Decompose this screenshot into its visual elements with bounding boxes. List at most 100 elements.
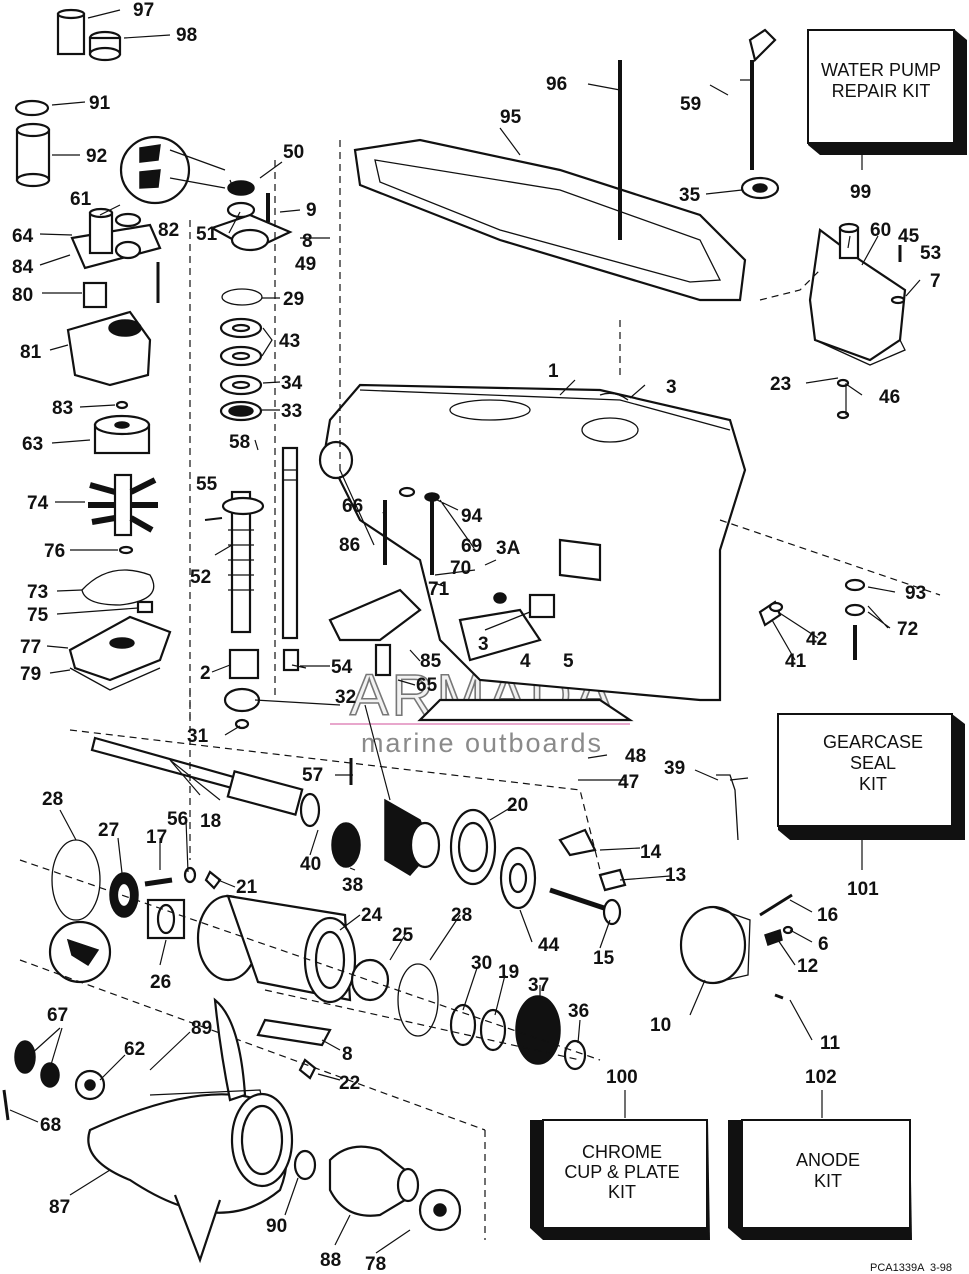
callout: 33 (281, 401, 302, 422)
callout: 90 (266, 1216, 287, 1237)
kit-chrome-cup-line1: CHROME (582, 1142, 662, 1162)
callout: 73 (27, 582, 48, 603)
callout: 91 (89, 93, 111, 114)
part-group-center-column (189, 160, 300, 730)
callout: 65 (416, 675, 438, 696)
callout: 22 (339, 1073, 360, 1094)
callout: 98 (176, 25, 197, 46)
kit-gearcase-seal-line1: GEARCASE (823, 732, 923, 752)
callout: 82 (158, 220, 179, 241)
callout: 56 (167, 809, 188, 830)
part-group-propeller (2, 997, 486, 1264)
kit-gearcase-seal: GEARCASE SEAL KIT (777, 713, 965, 840)
callout: 31 (187, 726, 209, 747)
kit-water-pump-line2: REPAIR KIT (832, 81, 931, 101)
callout: 38 (342, 875, 363, 896)
callout: 26 (150, 972, 171, 993)
callout: 69 (461, 536, 482, 557)
callout: 70 (450, 558, 471, 579)
callout: 79 (20, 664, 41, 685)
callout: 49 (295, 254, 316, 275)
callout: 75 (27, 605, 49, 626)
kit-anode-number: 102 (805, 1067, 837, 1088)
kit-numbers: 99 101 100 102 (606, 182, 879, 1088)
callout: 67 (47, 1005, 68, 1026)
kit-gearcase-seal-line2: SEAL (850, 753, 896, 773)
callout: 16 (817, 905, 838, 926)
callout: 24 (361, 905, 383, 926)
callout: 6 (818, 934, 829, 955)
callout: 36 (568, 1001, 589, 1022)
kit-gearcase-seal-number: 101 (847, 879, 879, 900)
callout: 59 (680, 94, 701, 115)
kit-water-pump-number: 99 (850, 182, 871, 203)
callout: 51 (196, 224, 218, 245)
callout: 37 (528, 975, 549, 996)
callout: 7 (930, 271, 941, 292)
callout: 63 (22, 434, 43, 455)
part-group-propshaft (19, 690, 794, 1131)
callout: 44 (538, 935, 560, 956)
callout: 34 (281, 373, 303, 394)
callout: 10 (650, 1015, 671, 1036)
callout: 83 (52, 398, 73, 419)
callout: 23 (770, 374, 791, 395)
callout: 66 (342, 496, 363, 517)
callout: 96 (546, 74, 567, 95)
callout: 46 (879, 387, 900, 408)
callout: 40 (300, 854, 321, 875)
callout: 3A (496, 538, 521, 559)
callout: 47 (618, 772, 639, 793)
callout: 62 (124, 1039, 145, 1060)
callout: 87 (49, 1197, 70, 1218)
kit-chrome-cup-number: 100 (606, 1067, 638, 1088)
callout: 20 (507, 795, 528, 816)
callout: 58 (229, 432, 250, 453)
callout: 54 (331, 657, 353, 678)
callout: 97 (133, 0, 154, 21)
callout: 81 (20, 342, 42, 363)
callout-numbers: 97 98 91 92 61 64 84 80 81 82 83 63 74 5… (12, 0, 941, 1274)
callout: 3 (478, 634, 489, 655)
callout: 50 (283, 142, 304, 163)
callout: 68 (40, 1115, 61, 1136)
part-group-top-left (14, 8, 226, 691)
callout: 21 (236, 877, 258, 898)
callout: 93 (905, 583, 926, 604)
kit-chrome-cup-line3: KIT (608, 1182, 636, 1202)
callout: 72 (897, 619, 918, 640)
callout: 84 (12, 257, 34, 278)
kit-anode-line1: ANODE (796, 1150, 860, 1170)
callout: 71 (428, 579, 450, 600)
callout: 52 (190, 567, 211, 588)
callout: 8 (302, 231, 313, 252)
callout: 48 (625, 746, 646, 767)
callout: 55 (196, 474, 218, 495)
callout: 92 (86, 146, 107, 167)
callout: 17 (146, 827, 167, 848)
callout: 43 (279, 331, 300, 352)
callout: 77 (20, 637, 41, 658)
kit-chrome-cup-line2: CUP & PLATE (564, 1162, 679, 1182)
callout: 60 (870, 220, 891, 241)
callout: 53 (920, 243, 941, 264)
callout: 78 (365, 1254, 386, 1274)
footer-code: PCA1339A (870, 1262, 925, 1274)
callout: 11 (820, 1033, 841, 1054)
callout: 41 (785, 651, 807, 672)
callout: 95 (500, 107, 522, 128)
watermark-tagline: marine outboards (361, 728, 603, 758)
callout: 8 (342, 1044, 353, 1065)
kit-chrome-cup: CHROME CUP & PLATE KIT (530, 1119, 710, 1240)
callout: 9 (306, 200, 317, 221)
callout: 2 (200, 663, 211, 684)
callout: 28 (451, 905, 472, 926)
callout: 5 (563, 651, 574, 672)
callout: 3 (666, 377, 677, 398)
callout: 57 (302, 765, 323, 786)
leader-lines (9, 9, 921, 1254)
callout: 12 (797, 956, 818, 977)
callout: 30 (471, 953, 492, 974)
callout: 39 (664, 758, 685, 779)
callout: 19 (498, 962, 519, 983)
